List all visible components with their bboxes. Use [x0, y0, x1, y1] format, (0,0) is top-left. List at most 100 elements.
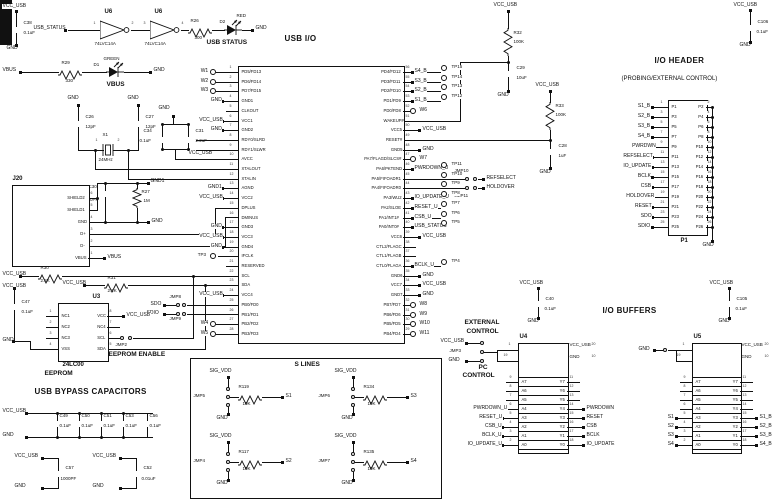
component-label: R32 — [513, 30, 523, 36]
junction-square — [102, 256, 106, 260]
junction-dot — [710, 115, 714, 119]
net-label: GND — [92, 483, 105, 489]
wire — [654, 197, 669, 198]
wire — [173, 118, 174, 125]
testpoint-TP12 — [441, 94, 447, 100]
junction-square — [226, 478, 230, 482]
net-label: S2 — [667, 423, 675, 429]
pin-number: 10 — [591, 354, 596, 359]
component-label: C30 — [88, 184, 98, 190]
junction-square — [410, 80, 414, 84]
capacitor-C53 — [0, 35, 12, 37]
net-label: GND1 — [150, 178, 165, 184]
net-label: PWRDOWN_U — [472, 405, 508, 411]
wire — [440, 188, 465, 189]
pin-name: P6 — [697, 124, 704, 130]
pin-name: D- — [79, 243, 86, 249]
junction-square — [24, 411, 28, 415]
wire — [105, 183, 106, 191]
wire — [654, 177, 669, 178]
junction-dot — [103, 220, 107, 224]
net-label: SDIO — [637, 223, 651, 229]
component-label: JMP6 — [318, 393, 331, 399]
net-label: GND — [539, 169, 552, 175]
component-label: 300 — [194, 35, 203, 41]
wire — [88, 222, 98, 223]
wire — [706, 107, 713, 108]
pin-number: 19 — [676, 353, 681, 358]
wire — [97, 183, 149, 184]
pin-name: GND3 — [241, 224, 254, 230]
resistor-R27 — [131, 188, 143, 208]
testpoint-label: W3 — [200, 87, 209, 93]
pin-name: GND7 — [390, 292, 403, 298]
wire — [403, 334, 411, 335]
wire — [706, 117, 713, 118]
wire — [101, 427, 102, 438]
wire — [478, 179, 483, 180]
component-label: R134 — [363, 384, 375, 390]
component-label: C31 — [195, 128, 205, 134]
junction-square — [118, 486, 122, 490]
net-label: RESET_U — [414, 204, 439, 210]
pin-number: 34 — [405, 278, 410, 283]
component-label: JMP10 — [454, 168, 470, 174]
wire — [508, 56, 509, 71]
pin-number: 53 — [405, 94, 410, 99]
pin-number: 22 — [707, 200, 712, 205]
wire — [205, 285, 206, 350]
pin-number: 46 — [405, 162, 410, 167]
wire — [504, 436, 519, 437]
junction-square — [548, 166, 552, 170]
pin-number: 2 — [131, 21, 134, 26]
pin-name: P19 — [671, 194, 680, 200]
junction-square — [12, 286, 16, 290]
wire — [654, 217, 669, 218]
pin-number: 5 — [660, 120, 663, 125]
wire — [403, 315, 411, 316]
pin-number: 20 — [764, 342, 769, 347]
wire — [86, 285, 105, 286]
wire — [497, 361, 519, 362]
junction-square — [18, 274, 22, 278]
pin-name: SCL — [96, 335, 106, 341]
pin-number: 5 — [90, 203, 93, 208]
net-label: VCC_USB — [92, 453, 117, 459]
pin-name: VBUS — [74, 255, 87, 261]
section-title: I/O BUFFERS — [602, 306, 657, 315]
capacitor-C49 — [0, 29, 12, 31]
capacitor-C51 — [0, 33, 12, 35]
wire — [508, 77, 509, 91]
capacitor-C40 — [0, 22, 12, 24]
pin-number: 23 — [660, 210, 665, 215]
component-label: 1uF — [558, 153, 567, 159]
capacitor-C30 — [0, 13, 12, 15]
pin-name: Y5 — [559, 397, 566, 403]
component-label: 12pF — [85, 124, 97, 130]
junction-dot — [121, 411, 125, 415]
pin-number: 17 — [660, 180, 665, 185]
testpoint-label: TP5 — [451, 219, 461, 225]
junction-square — [417, 148, 421, 152]
net-label: VCC_USB — [422, 126, 447, 132]
wire — [550, 155, 551, 168]
component-label: R135 — [363, 449, 375, 455]
wire — [518, 440, 568, 441]
testpoint-W1 — [210, 69, 216, 75]
pin-number: 16 — [569, 420, 574, 425]
pin-number: 4 — [509, 420, 512, 425]
pin-number: 7 — [683, 393, 686, 398]
pin-number: 4 — [707, 110, 710, 115]
wire — [30, 341, 31, 350]
capacitor-C51 — [0, 34, 12, 36]
wire — [225, 217, 239, 218]
net-label: SDIO — [146, 310, 160, 316]
junction-square — [581, 434, 585, 438]
pin-name: NC1 — [61, 313, 71, 319]
net-label: S2_B — [759, 423, 773, 429]
net-label: GND — [739, 42, 752, 48]
pin-name: PB1/FD1 — [241, 312, 259, 318]
component-label: JMP2 — [115, 342, 128, 348]
pin-number: 2 — [90, 239, 93, 244]
junction-square — [280, 460, 284, 464]
